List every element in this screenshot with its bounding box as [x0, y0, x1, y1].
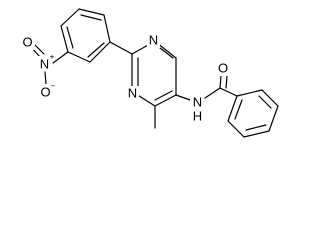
nitro-negative-charge: −: [51, 82, 56, 91]
bond: [159, 47, 174, 59]
carbonyl-oxygen-atom: O: [216, 61, 230, 76]
bond: [135, 93, 156, 107]
bond: [243, 130, 270, 138]
bond: [80, 14, 102, 21]
bond: [258, 95, 272, 109]
bond: [227, 95, 238, 122]
pyrimidine-n1-atom: N: [147, 33, 160, 48]
bond: [234, 99, 243, 120]
atom-labels: N N N H O N + O O −: [21, 33, 230, 124]
amide-hydrogen-atom: H: [193, 109, 202, 124]
bond: [89, 41, 111, 63]
nitro-oxygen-double-atom: O: [21, 35, 35, 50]
bond: [219, 75, 222, 89]
nitro-oxygen-anion-atom: O −: [39, 82, 56, 100]
bond: [245, 124, 267, 131]
molecule-structure: N N N H O N + O O −: [21, 8, 279, 138]
bond: [227, 120, 245, 138]
bond: [67, 51, 91, 63]
bond: [66, 26, 74, 49]
svg-text:O: O: [40, 85, 50, 100]
bond: [60, 25, 69, 53]
bond: [268, 105, 279, 132]
bond: [78, 8, 105, 16]
bond: [34, 44, 45, 55]
bond: [103, 14, 111, 43]
svg-text:N: N: [193, 95, 202, 110]
bond: [109, 41, 133, 55]
bond: [225, 75, 228, 89]
bond: [154, 94, 177, 107]
bond: [261, 89, 279, 107]
amide-nitrogen-atom: N H: [190, 95, 204, 124]
nitro-nitrogen-atom: N +: [38, 53, 55, 72]
svg-text:N: N: [128, 86, 137, 101]
svg-text:N: N: [40, 57, 49, 72]
bond: [154, 90, 173, 101]
bond: [236, 89, 263, 97]
bond: [52, 51, 69, 64]
bond: [219, 87, 238, 97]
svg-text:O: O: [22, 35, 32, 50]
bond: [156, 42, 177, 59]
svg-text:O: O: [218, 61, 228, 76]
bond: [44, 71, 47, 85]
bonds: [30, 8, 279, 138]
pyrimidine-n3-atom: N: [126, 86, 139, 101]
svg-text:N: N: [149, 33, 158, 48]
bond: [60, 8, 80, 27]
bond: [87, 42, 105, 58]
bond: [204, 87, 221, 99]
nitro-positive-charge: +: [50, 53, 55, 62]
